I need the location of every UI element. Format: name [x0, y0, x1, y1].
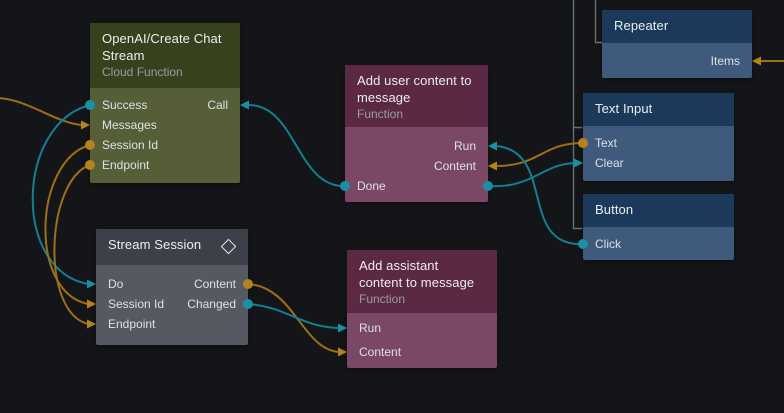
port-label-openai-create-chat-stream-endpoint[interactable]: Endpoint: [102, 158, 150, 172]
port-label-add-user-content-run[interactable]: Run: [453, 139, 476, 153]
port-label-openai-create-chat-stream-session-id[interactable]: Session Id: [102, 138, 159, 152]
wire-stream-session.content-to-add-assistant-content.content: [247, 283, 340, 353]
port-label-openai-create-chat-stream-success[interactable]: Success: [102, 98, 148, 112]
port-label-stream-session-do[interactable]: Do: [108, 277, 124, 291]
port-label-text-input-clear[interactable]: Clear: [595, 156, 624, 170]
port-label-add-user-content-done[interactable]: Done: [357, 179, 386, 193]
wire-text-input.text-to-add-user-content.content: [495, 142, 584, 167]
port-label-stream-session-endpoint[interactable]: Endpoint: [108, 317, 156, 331]
node-title: Repeater: [614, 18, 669, 33]
node-header[interactable]: Button: [583, 194, 734, 227]
port-arrow-add-user-content-content[interactable]: [488, 161, 497, 171]
wire-stream-session.changed-to-add-assistant-content.run: [247, 303, 340, 329]
port-label-openai-create-chat-stream-call[interactable]: Call: [207, 98, 228, 112]
port-label-text-input-text[interactable]: Text: [595, 136, 618, 150]
port-label-add-assistant-content-content[interactable]: Content: [359, 345, 402, 359]
port-arrow-repeater-items[interactable]: [752, 56, 761, 66]
wire-offscreen-left-to-openai-create-chat-stream.messages: [0, 97, 83, 126]
node-subtitle: Function: [357, 107, 404, 121]
node-subtitle: Cloud Function: [102, 65, 183, 79]
port-arrow-openai-create-chat-stream-call[interactable]: [240, 100, 249, 110]
wire-openai-create-chat-stream.session-id-to-stream-session.session-id: [44, 144, 91, 305]
port-label-button-click[interactable]: Click: [595, 237, 621, 251]
node-header[interactable]: Repeater: [602, 10, 752, 43]
port-arrow-add-user-content-run[interactable]: [488, 141, 497, 151]
node-header[interactable]: Text Input: [583, 93, 734, 126]
port-label-repeater-items[interactable]: Items: [710, 54, 740, 68]
port-arrow-stream-session-session-id[interactable]: [87, 299, 96, 309]
port-label-add-user-content-content[interactable]: Content: [433, 159, 476, 173]
port-arrow-stream-session-endpoint[interactable]: [87, 319, 96, 329]
wire-add-user-content.done-to-openai-create-chat-stream.call: [247, 103, 346, 188]
port-label-stream-session-changed[interactable]: Changed: [187, 297, 236, 311]
node-title: Stream Session: [108, 237, 202, 252]
parent-connector-text-input-button: [572, 0, 582, 230]
port-label-openai-create-chat-stream-messages[interactable]: Messages: [102, 118, 157, 132]
node-header[interactable]: Stream Session: [96, 229, 248, 265]
node-title: Add user content to message: [357, 73, 472, 105]
port-arrow-text-input-clear[interactable]: [574, 158, 583, 168]
node-title: Text Input: [595, 101, 653, 116]
wire-openai-create-chat-stream.success-to-stream-session.do: [31, 104, 91, 285]
wire-openai-create-chat-stream.endpoint-to-stream-session.endpoint: [53, 164, 91, 325]
node-title: OpenAI/Create Chat Stream: [102, 31, 222, 63]
node-title: Add assistant content to message: [359, 258, 475, 290]
port-arrow-openai-create-chat-stream-messages[interactable]: [81, 120, 90, 130]
node-title: Button: [595, 202, 634, 217]
port-arrow-add-assistant-content-run[interactable]: [338, 323, 347, 333]
node-subtitle: Function: [359, 292, 406, 306]
wire-add-user-content.done-to-text-input.clear: [487, 162, 576, 188]
port-arrow-stream-session-do[interactable]: [87, 279, 96, 289]
port-label-stream-session-content[interactable]: Content: [193, 277, 236, 291]
port-label-stream-session-session-id[interactable]: Session Id: [108, 297, 165, 311]
port-arrow-add-assistant-content-content[interactable]: [338, 347, 347, 357]
port-label-add-assistant-content-run[interactable]: Run: [359, 321, 382, 335]
wire-button.click-to-add-user-content.run: [495, 145, 584, 246]
